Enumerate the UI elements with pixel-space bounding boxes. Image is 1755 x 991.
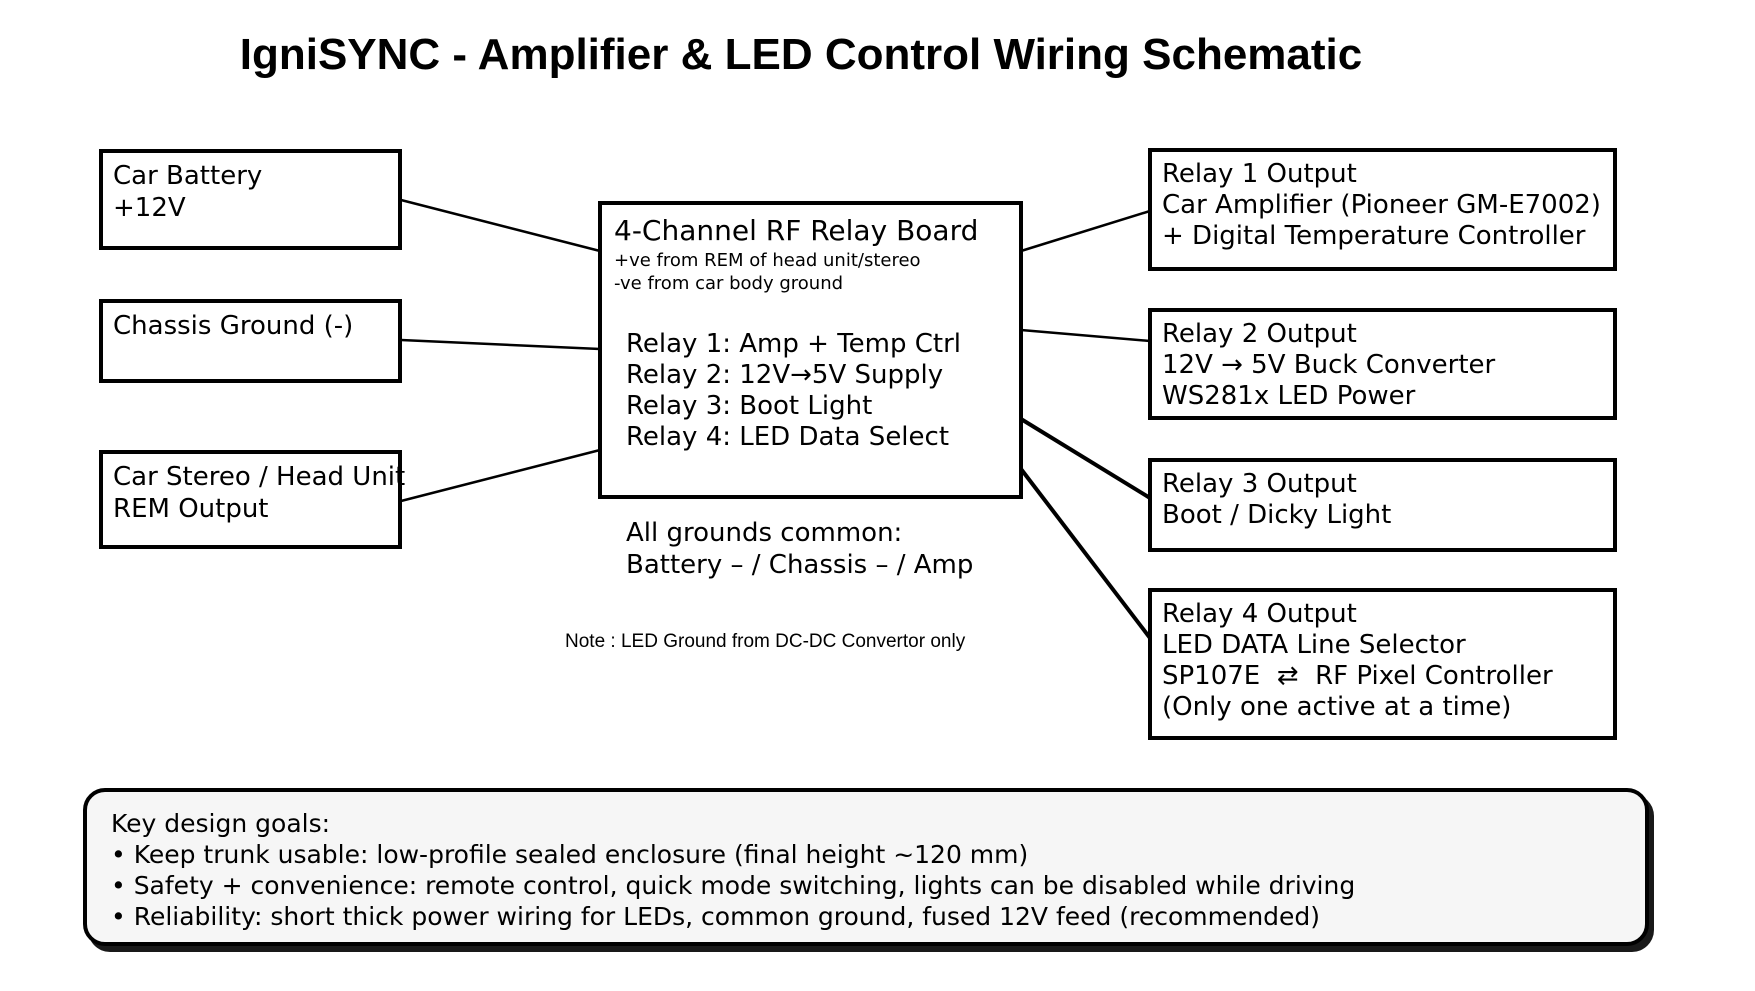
relay-board-note: +ve from REM of head unit/stereo — [614, 250, 921, 271]
node-label: Chassis Ground (-) — [113, 311, 354, 341]
node-label: Boot / Dicky Light — [1162, 500, 1392, 530]
relay-channel: Relay 4: LED Data Select — [626, 422, 950, 452]
node-label: +12V — [113, 193, 186, 223]
node-car-battery: Car Battery +12V — [99, 149, 402, 250]
node-car-stereo: Car Stereo / Head Unit REM Output — [99, 450, 406, 549]
relay-channel: Relay 3: Boot Light — [626, 391, 873, 421]
node-label: (Only one active at a time) — [1162, 692, 1512, 722]
node-relay-1-output: Relay 1 Output Car Amplifier (Pioneer GM… — [1148, 148, 1617, 271]
connector-board-to-relay2 — [1020, 328, 1151, 343]
node-label: Car Stereo / Head Unit — [113, 462, 406, 492]
led-ground-footnote: Note : LED Ground from DC-DC Convertor o… — [565, 631, 966, 652]
design-goal-bullet: • Keep trunk usable: low-profile sealed … — [111, 840, 1029, 869]
grounds-line: Battery – / Chassis – / Amp — [626, 550, 974, 580]
design-goals-panel: Key design goals: • Keep trunk usable: l… — [83, 788, 1649, 946]
design-goal-bullet: • Safety + convenience: remote control, … — [111, 871, 1356, 900]
node-relay-2-output: Relay 2 Output 12V → 5V Buck Converter W… — [1148, 308, 1617, 420]
connector-battery-to-board — [400, 198, 601, 253]
grounds-annotation: All grounds common: Battery – / Chassis … — [626, 517, 973, 581]
node-label: + Digital Temperature Controller — [1162, 221, 1586, 251]
connector-board-to-relay1 — [1020, 209, 1151, 253]
relay-channel: Relay 1: Amp + Temp Ctrl — [626, 329, 962, 359]
grounds-line: All grounds common: — [626, 518, 903, 548]
node-label: 12V → 5V Buck Converter — [1162, 350, 1496, 380]
design-goals-title: Key design goals: — [111, 809, 331, 838]
node-label: Car Amplifier (Pioneer GM-E7002) — [1162, 190, 1601, 220]
relay-channel-list: Relay 1: Amp + Temp Ctrl Relay 2: 12V→5V… — [626, 329, 1019, 453]
node-label: Relay 2 Output — [1162, 319, 1357, 349]
node-label: LED DATA Line Selector — [1162, 630, 1466, 660]
relay-board-title: 4-Channel RF Relay Board — [614, 214, 979, 247]
node-label: Relay 4 Output — [1162, 599, 1357, 629]
design-goal-bullet: • Reliability: short thick power wiring … — [111, 902, 1321, 931]
connector-board-to-relay4 — [1019, 467, 1152, 640]
relay-channel: Relay 2: 12V→5V Supply — [626, 360, 944, 390]
connector-chassis-to-board — [400, 338, 601, 351]
node-label: REM Output — [113, 494, 269, 524]
connector-stereo-to-board — [400, 448, 601, 503]
node-relay-4-output: Relay 4 Output LED DATA Line Selector SP… — [1148, 588, 1617, 740]
node-relay-3-output: Relay 3 Output Boot / Dicky Light — [1148, 458, 1617, 552]
node-label: WS281x LED Power — [1162, 381, 1416, 411]
connector-board-to-relay3 — [1019, 417, 1152, 500]
node-chassis-ground: Chassis Ground (-) — [99, 299, 402, 383]
node-relay-board: 4-Channel RF Relay Board +ve from REM of… — [598, 201, 1023, 499]
relay-board-note: -ve from car body ground — [614, 273, 844, 294]
node-label: Relay 3 Output — [1162, 469, 1357, 499]
node-label: Relay 1 Output — [1162, 159, 1357, 189]
node-label: SP107E ⇄ RF Pixel Controller — [1162, 661, 1553, 691]
node-label: Car Battery — [113, 161, 263, 191]
page-title: IgniSYNC - Amplifier & LED Control Wirin… — [239, 30, 1363, 79]
